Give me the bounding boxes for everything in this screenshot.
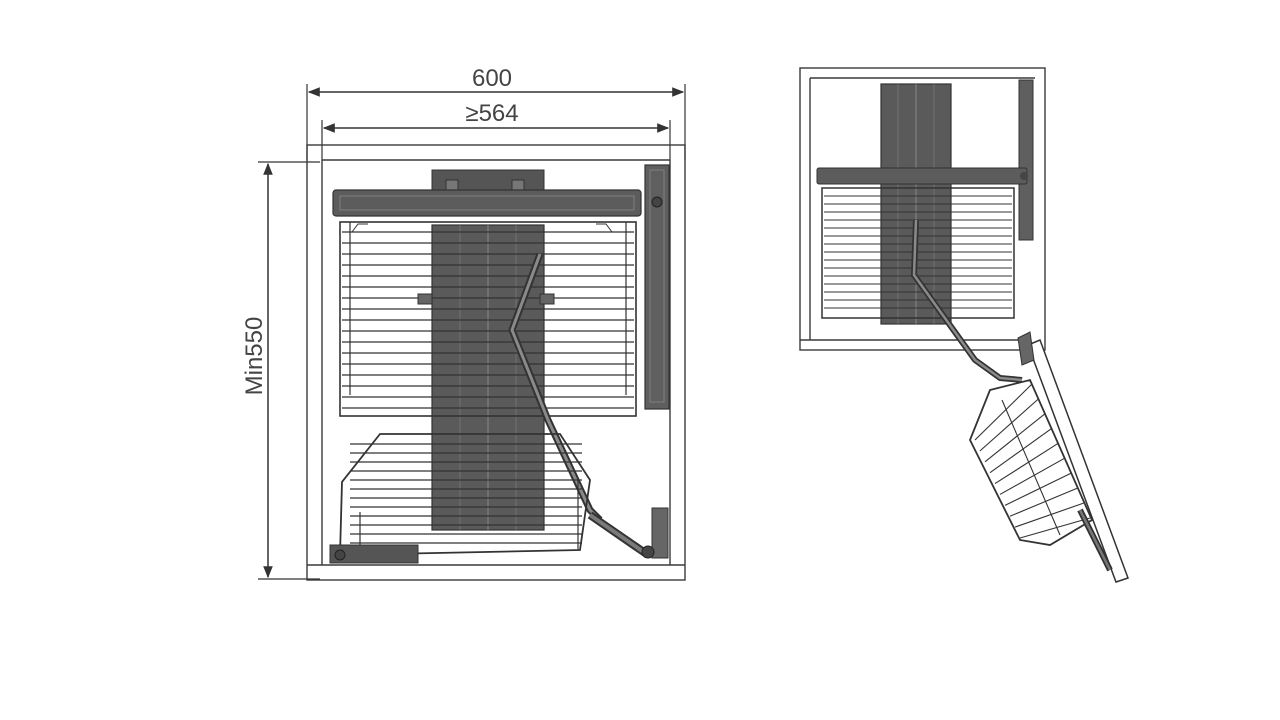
basket-wire: [989, 428, 1052, 474]
open-door: [1017, 331, 1129, 583]
dimension-min-depth: Min550: [241, 161, 320, 580]
basket-wire: [1001, 399, 1061, 536]
top-basket: [332, 189, 642, 417]
open-cabinet-carcass: [799, 67, 1046, 351]
basket-wire: [974, 383, 1033, 441]
dimension-inner-width: ≥564: [321, 100, 671, 160]
open-bottom-basket: [969, 378, 1113, 572]
bottom-basket: [329, 433, 591, 564]
outer-width-label: 600: [472, 65, 512, 92]
basket-wire: [1014, 502, 1084, 528]
plan-view-closed: 600 ≥564 Min550: [241, 65, 686, 581]
center-column: [431, 169, 545, 531]
open-swing-arm: [911, 219, 1023, 383]
dimension-outer-width: 600: [306, 65, 686, 160]
basket-wire: [984, 413, 1046, 463]
basket-wire: [979, 398, 1039, 452]
basket-wire: [1009, 487, 1078, 517]
basket-wire: [999, 457, 1065, 495]
side-rail: [644, 164, 670, 410]
inner-width-label: ≥564: [465, 100, 518, 127]
open-side-rail: [1018, 79, 1034, 241]
basket-wire: [1004, 472, 1071, 506]
swing-arm: [508, 252, 669, 559]
min-depth-label: Min550: [241, 317, 268, 396]
basket-wire: [994, 443, 1059, 485]
basket-wire: [1019, 517, 1091, 539]
cabinet-carcass: [306, 144, 686, 581]
plan-view-open: [799, 67, 1129, 583]
